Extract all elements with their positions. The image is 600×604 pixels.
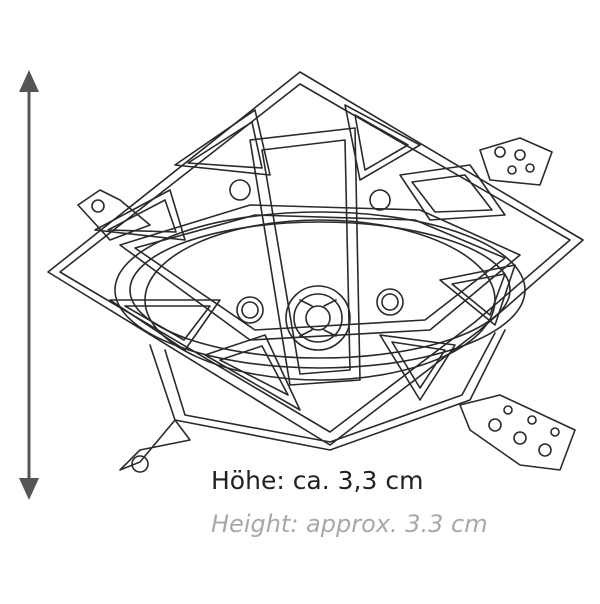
height-arrow-icon [19, 70, 39, 500]
mounting-bracket-illustration [47, 71, 584, 473]
outer-frame [47, 71, 584, 446]
center-hub [285, 285, 351, 351]
height-caption-english: Height: approx. 3.3 cm [211, 510, 488, 538]
height-caption-german: Höhe: ca. 3,3 cm [211, 466, 424, 495]
fan-ring [114, 211, 526, 369]
lattice-cutouts [94, 104, 516, 411]
base-plate [144, 219, 506, 451]
round-holes [229, 179, 404, 324]
mounting-tabs [77, 137, 576, 473]
